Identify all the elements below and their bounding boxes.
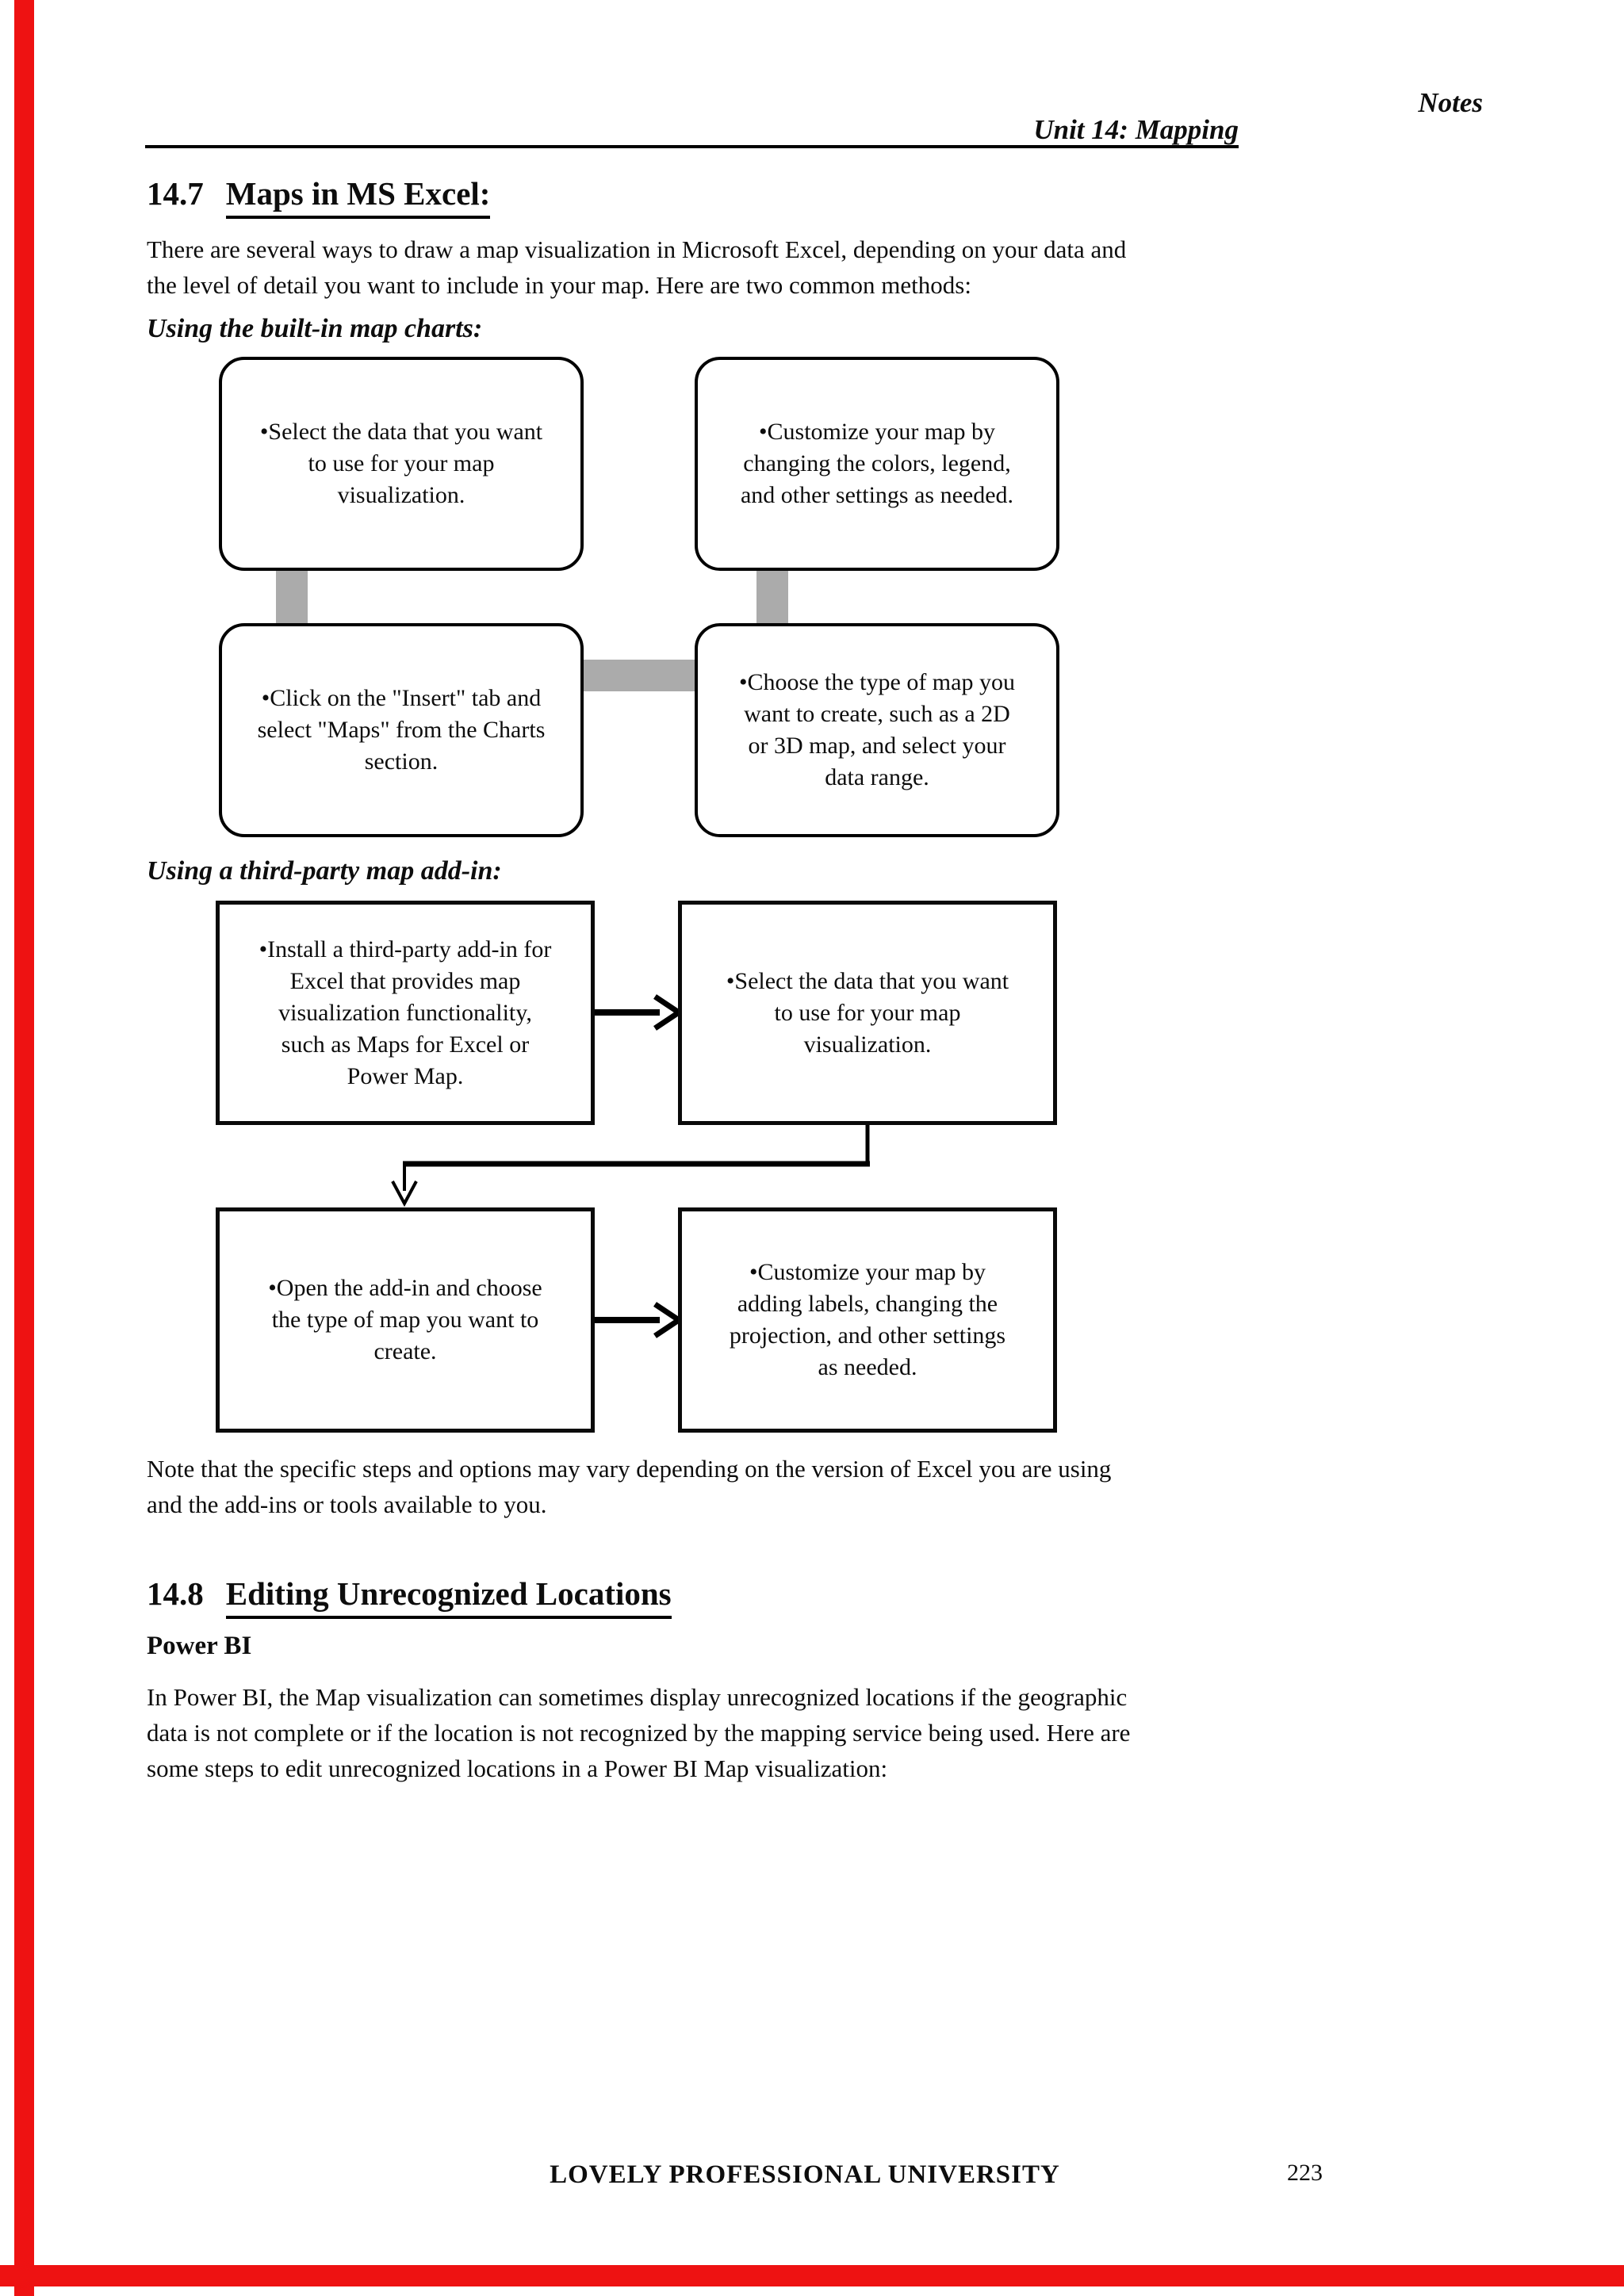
section-intro-paragraph: There are several ways to draw a map vis… [147, 235, 1127, 299]
connector-horizontal-bar [579, 660, 698, 691]
elbow-connector-down-arrow-icon [391, 1124, 870, 1207]
power-bi-paragraph: In Power BI, the Map visualization can s… [147, 1683, 1131, 1782]
section-title: Maps in MS Excel: [225, 175, 491, 219]
note-paragraph: Note that the specific steps and options… [147, 1455, 1112, 1518]
addin-method-heading: Using a third-party map add-in: [147, 856, 502, 886]
flow-box-customize-map: •Customize your map by changing the colo… [695, 357, 1059, 571]
section-title: Editing Unrecognized Locations [225, 1575, 672, 1619]
section-heading-14-7: 14.7 Maps in MS Excel: [147, 174, 491, 219]
page-edge-red-bottom [0, 2265, 1624, 2286]
section-number: 14.8 [147, 1575, 204, 1612]
section-number: 14.7 [147, 175, 204, 212]
running-header: Unit 14: Mapping [1033, 114, 1239, 145]
arrow-right-icon [592, 994, 684, 1031]
footer-page-number: 223 [1287, 2160, 1323, 2186]
flow-box-open-addin: •Open the add-in and choose the type of … [216, 1207, 595, 1433]
power-bi-subheading: Power BI [147, 1632, 252, 1660]
header-rule [145, 145, 1239, 148]
flow-box-customize-addin: •Customize your map by adding labels, ch… [678, 1207, 1057, 1433]
flow-box-choose-map-type: •Choose the type of map you want to crea… [695, 623, 1059, 837]
connector-stub-left [276, 566, 308, 626]
flow-box-select-data: •Select the data that you want to use fo… [219, 357, 584, 571]
builtin-method-heading: Using the built-in map charts: [147, 314, 483, 343]
section-heading-14-8: 14.8 Editing Unrecognized Locations [147, 1575, 672, 1619]
footer-institution: LOVELY PROFESSIONAL UNIVERSITY [550, 2160, 1060, 2189]
page-edge-red-left [14, 0, 34, 2296]
flow-box-insert-tab: •Click on the "Insert" tab and select "M… [219, 623, 584, 837]
flow-box-install-addin: •Install a third-party add-in for Excel … [216, 901, 595, 1125]
connector-stub-right [756, 566, 788, 626]
flow-box-select-data-addin: •Select the data that you want to use fo… [678, 901, 1057, 1125]
arrow-right-icon [592, 1302, 684, 1338]
margin-notes-label: Notes [1418, 87, 1483, 118]
